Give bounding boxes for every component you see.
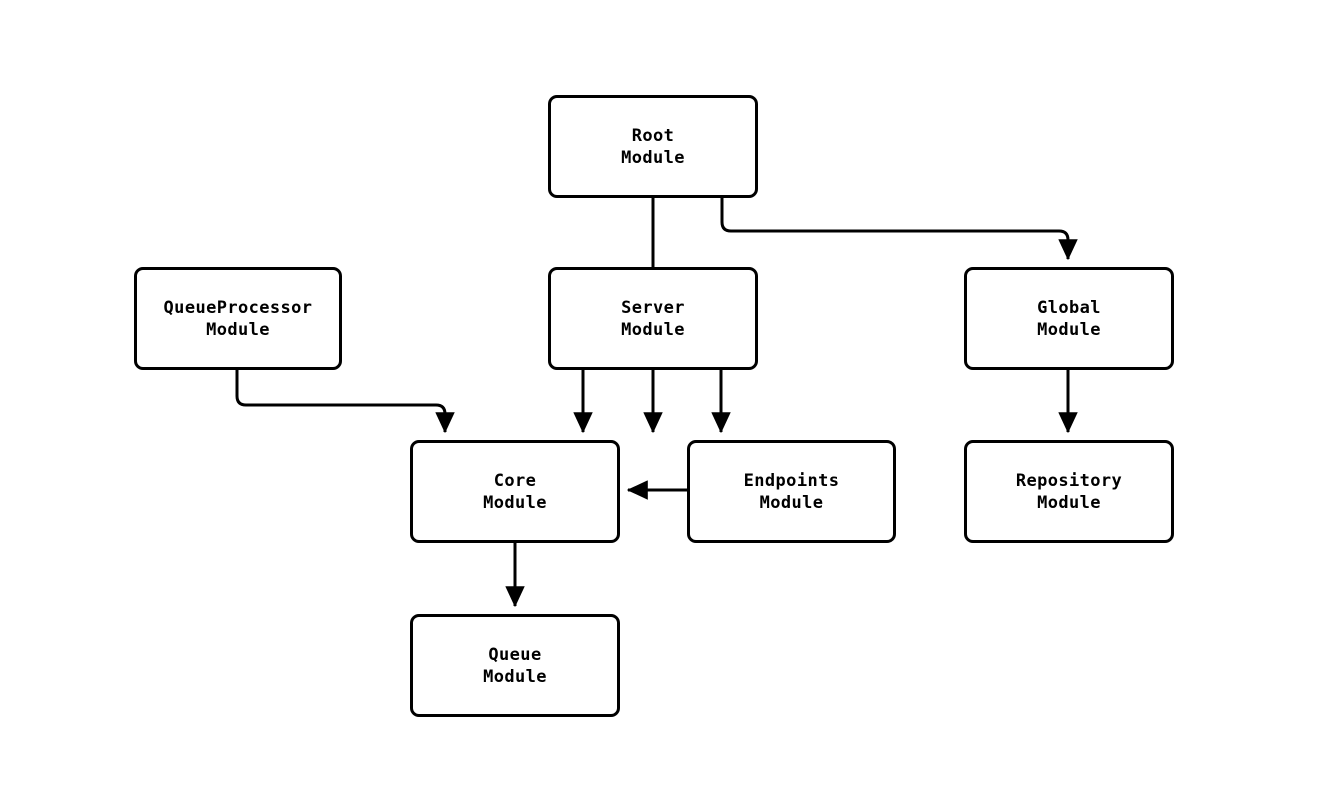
node-repository-module[interactable]: Repository Module [964,440,1174,543]
node-root-module-label: Root Module [621,125,685,168]
node-core-module[interactable]: Core Module [410,440,620,543]
node-queueprocessor-module[interactable]: QueueProcessor Module [134,267,342,370]
node-global-module[interactable]: Global Module [964,267,1174,370]
node-queue-module[interactable]: Queue Module [410,614,620,717]
node-root-module[interactable]: Root Module [548,95,758,198]
node-endpoints-module[interactable]: Endpoints Module [687,440,896,543]
node-global-module-label: Global Module [1037,297,1101,340]
node-queueprocessor-module-label: QueueProcessor Module [163,297,313,340]
edge-queueprocessor-to-core [235,370,455,434]
node-server-module[interactable]: Server Module [548,267,758,370]
node-core-module-label: Core Module [483,470,547,513]
node-endpoints-module-label: Endpoints Module [743,470,840,513]
node-server-module-label: Server Module [621,297,685,340]
node-repository-module-label: Repository Module [1015,470,1123,513]
node-queue-module-label: Queue Module [483,644,547,687]
edge-root-to-global [720,198,1078,261]
